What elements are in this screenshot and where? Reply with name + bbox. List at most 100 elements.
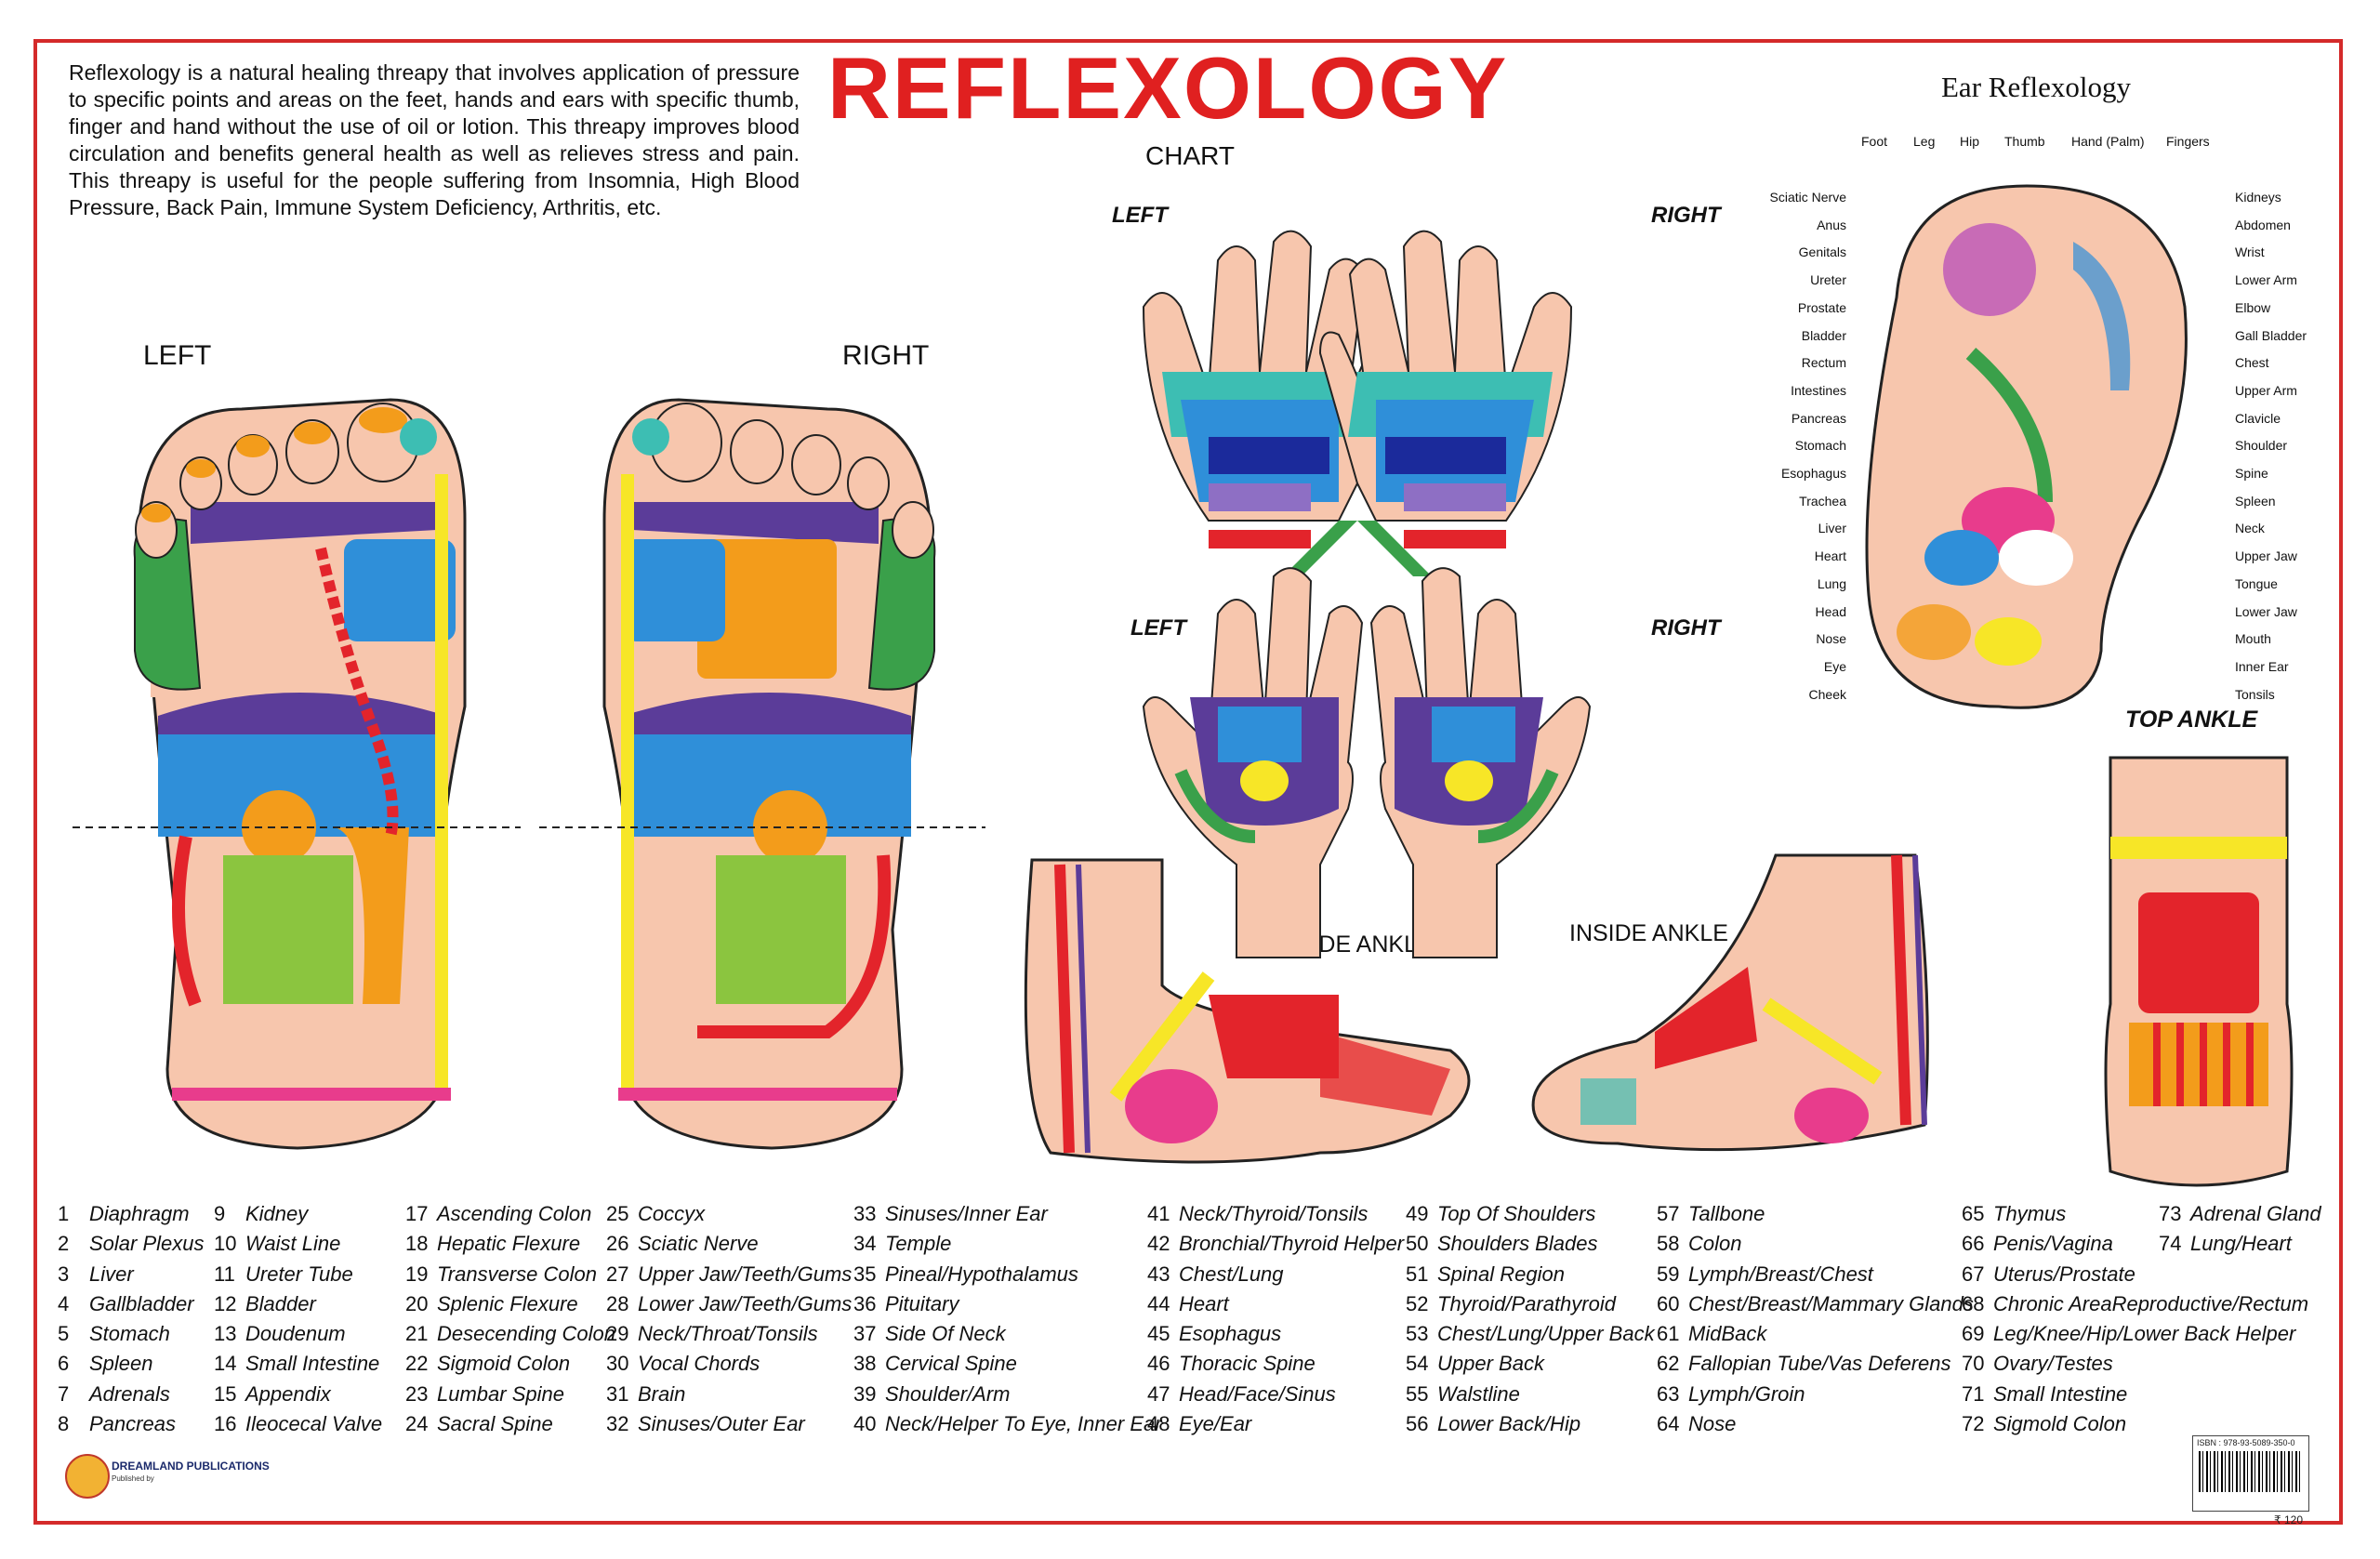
legend-text: Pituitary	[885, 1291, 959, 1315]
legend-item: 6 Spleen	[58, 1349, 205, 1379]
legend-number: 68	[1962, 1291, 1985, 1315]
legend-text: Shoulder/Arm	[885, 1381, 1011, 1406]
legend-text: Thoracic Spine	[1179, 1352, 1316, 1376]
outside-ankle-foot	[1024, 858, 1471, 1164]
legend-text: Chest/Breast/Mammary Glands	[1688, 1291, 1974, 1315]
left-foot-label: LEFT	[143, 340, 212, 371]
legend-number: 13	[214, 1322, 237, 1346]
legend-item: 41 Neck/Thyroid/Tonsils	[1147, 1199, 1404, 1229]
legend-text: Spinal Region	[1437, 1262, 1565, 1286]
legend-text: Sigmold Colon	[1993, 1412, 2127, 1436]
left-hand-palm-label: LEFT	[1130, 615, 1186, 641]
legend-text: Gallbladder	[89, 1291, 194, 1315]
legend-number: 31	[606, 1381, 629, 1406]
legend-number: 29	[606, 1322, 629, 1346]
left-hand-back-label: LEFT	[1112, 203, 1168, 228]
ear-right-label: Kidneys	[2235, 190, 2281, 205]
ear-right-label: Tonsils	[2235, 686, 2275, 702]
legend-text: Desecending Colon	[437, 1322, 616, 1346]
legend-text: Spleen	[89, 1352, 153, 1376]
legend-number: 56	[1406, 1412, 1429, 1436]
legend-number: 41	[1147, 1202, 1170, 1225]
ear-top-label: Hip	[1960, 134, 1980, 149]
ear-right-label: Mouth	[2235, 631, 2271, 647]
legend-number: 42	[1147, 1232, 1170, 1256]
legend-number: 3	[58, 1262, 70, 1286]
ear-left-label: Esophagus	[1780, 466, 1846, 481]
inside-ankle-foot	[1531, 853, 1929, 1152]
intro-paragraph: Reflexology is a natural healing threapy…	[69, 60, 800, 219]
ear-left-label: Anus	[1817, 217, 1846, 232]
poster-frame	[33, 39, 2343, 1525]
legend-text: Upper Jaw/Teeth/Gums	[638, 1262, 853, 1286]
legend-number: 63	[1657, 1381, 1680, 1406]
legend-number: 9	[214, 1202, 226, 1225]
legend-number: 44	[1147, 1291, 1170, 1315]
legend-text: Esophagus	[1179, 1322, 1282, 1346]
legend-text: Lung/Heart	[2190, 1232, 2292, 1256]
legend-number: 27	[606, 1262, 629, 1286]
legend-number: 10	[214, 1232, 237, 1256]
legend-text: Neck/Thyroid/Tonsils	[1179, 1202, 1368, 1225]
legend-number: 50	[1406, 1232, 1429, 1256]
legend-number: 6	[58, 1352, 70, 1376]
legend-number: 12	[214, 1291, 237, 1315]
legend-number: 8	[58, 1412, 70, 1436]
legend-number: 54	[1406, 1352, 1429, 1376]
ear-left-label: Stomach	[1794, 438, 1846, 454]
legend-text: Lymph/Breast/Chest	[1688, 1262, 1873, 1286]
ear-left-label: Cheek	[1808, 686, 1846, 702]
legend-number: 16	[214, 1412, 237, 1436]
ear-right-label: Upper Jaw	[2235, 548, 2297, 564]
legend-text: Upper Back	[1437, 1352, 1544, 1376]
top-ankle-foot	[2104, 756, 2294, 1187]
ear-left-label: Ureter	[1810, 272, 1846, 288]
barcode-icon	[2199, 1451, 2303, 1492]
ear-right-label: Spine	[2235, 466, 2268, 481]
legend-text: Transverse Colon	[437, 1262, 597, 1286]
legend-text: Small Intestine	[245, 1352, 380, 1376]
publisher-block: DREAMLAND PUBLICATIONS Published by	[65, 1450, 325, 1515]
publisher-label: Published by	[112, 1474, 154, 1483]
legend-text: Liver	[89, 1262, 134, 1286]
ear-right-label: Elbow	[2235, 299, 2271, 315]
legend-text: Colon	[1688, 1232, 1742, 1256]
ear-right-label: Shoulder	[2235, 438, 2288, 454]
legend-number: 62	[1657, 1352, 1680, 1376]
ear-title: Ear Reflexology	[1941, 71, 2132, 103]
ear-left-label: Lung	[1817, 575, 1846, 591]
ear-left-label: Rectum	[1801, 355, 1846, 371]
legend-text: Waist Line	[245, 1232, 341, 1256]
legend-text: Fallopian Tube/Vas Deferens	[1688, 1352, 1951, 1376]
legend-number: 7	[58, 1381, 70, 1406]
publisher-logo-icon	[65, 1454, 110, 1499]
legend-text: Neck/Throat/Tonsils	[638, 1322, 818, 1346]
legend-text: Neck/Helper To Eye, Inner Ear	[885, 1412, 1162, 1436]
legend-number: 4	[58, 1291, 70, 1315]
legend-text: Diaphragm	[89, 1202, 190, 1225]
ear-right-label: Abdomen	[2235, 217, 2291, 232]
legend-number: 52	[1406, 1291, 1429, 1315]
legend-number: 21	[405, 1322, 429, 1346]
